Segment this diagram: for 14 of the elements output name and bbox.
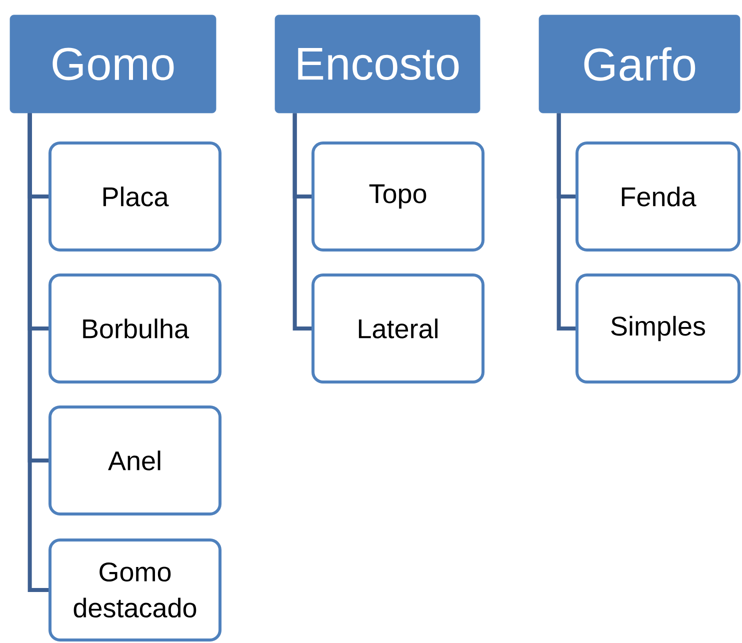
item-box: Anel xyxy=(48,406,222,516)
header-box: Gomo xyxy=(10,14,216,114)
item-box: Lateral xyxy=(312,274,484,384)
connector-line xyxy=(28,113,48,592)
connector-line xyxy=(292,113,312,330)
header-box: Encosto xyxy=(274,14,480,114)
item-box: Gomo destacado xyxy=(48,538,222,642)
header-box: Garfo xyxy=(538,14,740,114)
item-box: Simples xyxy=(576,274,740,384)
item-box: Borbulha xyxy=(48,274,222,384)
item-box: Topo xyxy=(312,142,484,252)
item-box: Fenda xyxy=(576,142,740,252)
item-box: Placa xyxy=(48,142,222,252)
connector-line xyxy=(556,113,576,330)
